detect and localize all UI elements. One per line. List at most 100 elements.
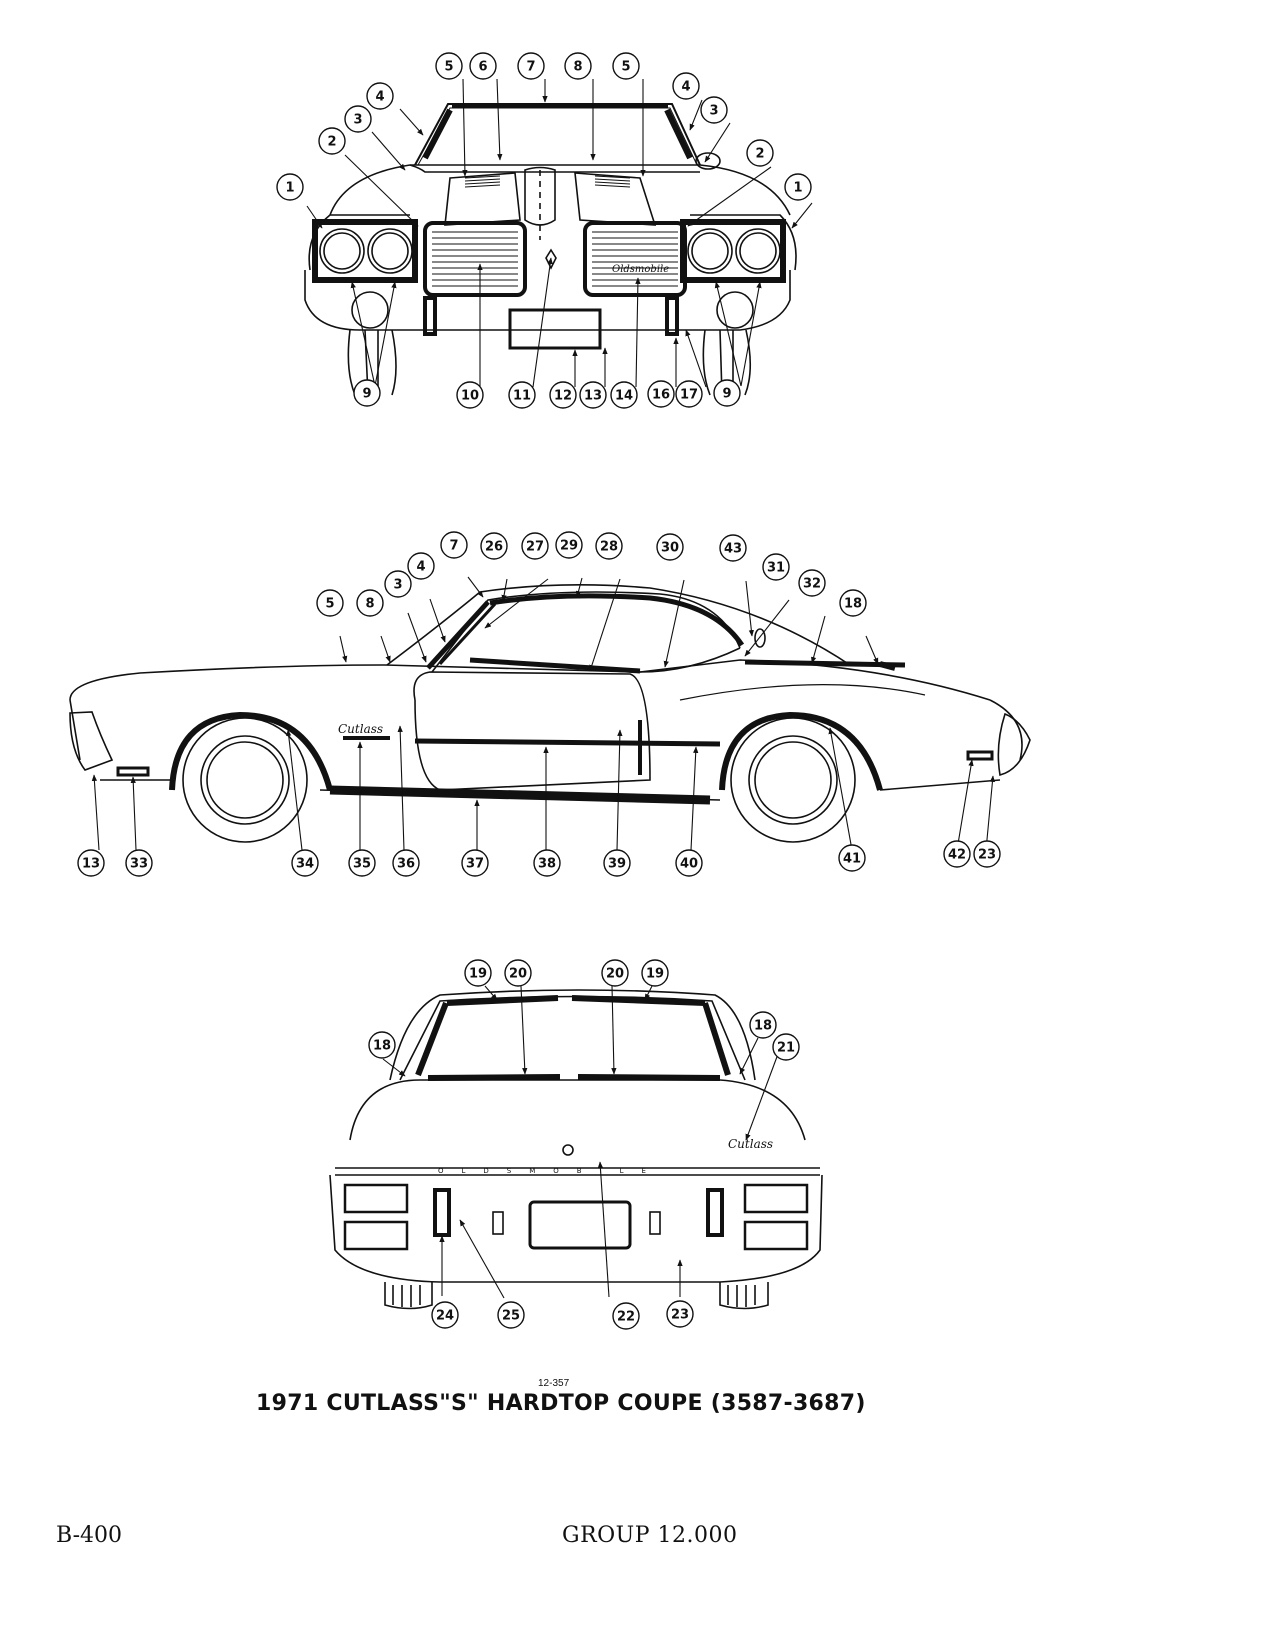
rear-deck-lettering: OLDSMOBILE [438,1167,664,1175]
callout-circle [943,840,971,868]
callout-circle [798,569,826,597]
callout-front-1: 1 [276,173,304,201]
page-number: B-400 [56,1523,122,1548]
callout-circle [521,532,549,560]
callout-number: 2 [755,147,764,162]
callout-number: 5 [621,60,630,75]
callout-side-34: 34 [291,849,319,877]
callout-number: 25 [502,1309,520,1324]
callout-side-4: 4 [407,552,435,580]
callout-side-30: 30 [656,533,684,561]
callout-number: 26 [485,540,503,555]
callout-circle [368,1031,396,1059]
callout-number: 1 [285,181,294,196]
callout-number: 6 [478,60,487,75]
callout-number: 14 [615,389,633,404]
callout-number: 19 [646,967,664,982]
callout-circle [784,173,812,201]
callout-circle [366,82,394,110]
callout-number: 43 [724,542,742,557]
callout-circle [431,1301,459,1329]
callout-side-36: 36 [392,849,420,877]
callout-number: 20 [509,967,527,982]
callout-circle [641,959,669,987]
front-leaders [306,78,813,388]
callout-front-2: 2 [318,127,346,155]
callout-number: 8 [365,597,374,612]
callout-circle [719,534,747,562]
callout-number: 18 [373,1039,391,1054]
callout-circle [579,381,607,409]
callout-front-13: 13 [579,381,607,409]
callout-circle [407,552,435,580]
callout-front-16: 16 [647,380,675,408]
callout-circle [555,531,583,559]
callout-number: 2 [327,135,336,150]
callout-rear-18: 18 [749,1011,777,1039]
callout-number: 19 [469,967,487,982]
callout-front-2: 2 [746,139,774,167]
callout-side-33: 33 [125,849,153,877]
callout-circle [838,844,866,872]
callout-circle [392,849,420,877]
callout-circle [672,72,700,100]
callout-front-4: 4 [366,82,394,110]
callout-rear-23: 23 [666,1300,694,1328]
side-view [69,584,1031,843]
callout-circle [713,379,741,407]
callout-circle [675,849,703,877]
callout-circle [497,1301,525,1329]
callout-number: 23 [978,848,996,863]
callout-number: 31 [767,561,785,576]
callout-front-12: 12 [549,381,577,409]
callout-number: 4 [681,80,690,95]
callout-circle [746,139,774,167]
callout-number: 1 [793,181,802,196]
callout-circle [601,959,629,987]
rear-leaders [382,985,779,1299]
callout-number: 23 [671,1308,689,1323]
callout-number: 20 [606,967,624,982]
callout-rear-20: 20 [601,959,629,987]
callout-number: 34 [296,857,314,872]
callout-circle [675,380,703,408]
callout-circle [647,380,675,408]
front-view [304,103,797,396]
callout-side-8: 8 [356,589,384,617]
callout-number: 7 [449,539,458,554]
figure-caption: 1971 CUTLASS"S" HARDTOP COUPE (3587-3687… [256,1391,866,1416]
callout-circle [973,840,1001,868]
callout-number: 39 [608,857,626,872]
callout-side-31: 31 [762,553,790,581]
callout-side-26: 26 [480,532,508,560]
callout-number: 9 [722,387,731,402]
callout-number: 7 [526,60,535,75]
rear-script-badge: Cutlass [728,1137,773,1151]
callout-front-10: 10 [456,381,484,409]
callout-number: 13 [584,389,602,404]
callout-number: 42 [948,848,966,863]
callout-front-14: 14 [610,381,638,409]
callout-side-7: 7 [440,531,468,559]
callout-rear-20: 20 [504,959,532,987]
callout-front-3: 3 [700,96,728,124]
callout-front-6: 6 [469,52,497,80]
callout-rear-22: 22 [612,1302,640,1330]
callout-circle [533,849,561,877]
callout-circle [517,52,545,80]
callout-number: 11 [513,389,531,404]
callout-number: 10 [461,389,479,404]
callout-number: 3 [353,113,362,128]
callout-front-5: 5 [435,52,463,80]
side-script-badge: Cutlass [338,722,383,736]
callout-number: 22 [617,1310,635,1325]
callout-number: 9 [362,387,371,402]
callout-number: 30 [661,541,679,556]
callout-number: 4 [375,90,384,105]
callout-circle [384,570,412,598]
callout-side-39: 39 [603,849,631,877]
callout-circle [464,959,492,987]
callout-number: 33 [130,857,148,872]
